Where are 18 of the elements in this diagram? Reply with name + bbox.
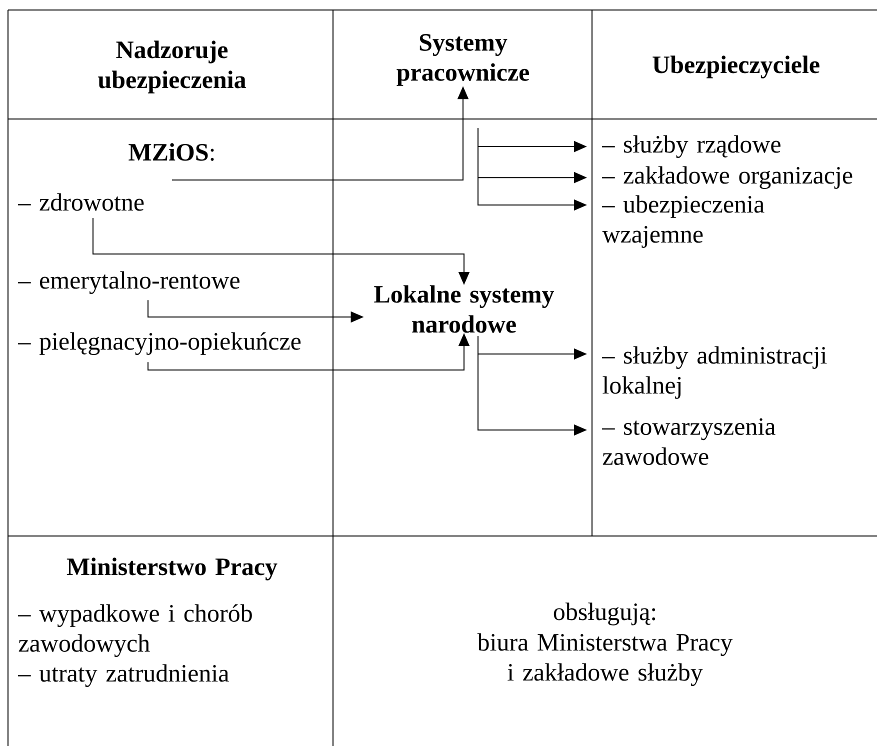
note-text: obsługują: [554,602,656,626]
column-heading: Ubezpieczyciele [652,56,820,78]
list-item: – emerytalno-rentowe [18,271,240,294]
list-item: – utraty zatrudnienia [18,664,229,687]
column-heading: Nadzoruje ubezpieczenia [98,40,246,94]
list-item: – służby administracji lokalnej [602,346,827,399]
note-text: biura Ministerstwa Pracy i zakładowe służby [477,633,733,686]
list-item: – stowarzyszenia zawodowe [602,418,776,465]
list-item: – pielęgnacyjno-opiekuńcze [18,332,301,355]
list-item: – zakładowe organizacje [602,166,852,189]
heading: Ministerstwo Pracy [66,558,278,580]
list-item: – ubezpieczenia wzajemne [602,195,764,248]
column-heading: Systemy pracownicze [396,34,529,86]
list-item: – wypadkowe i chorób zawodowych [18,604,252,657]
heading: MZiOS: [128,143,214,161]
list-item: – zdrowotne [18,193,144,211]
heading: Lokalne systemy narodowe [374,285,554,333]
list-item: – służby rządowe [602,135,780,158]
